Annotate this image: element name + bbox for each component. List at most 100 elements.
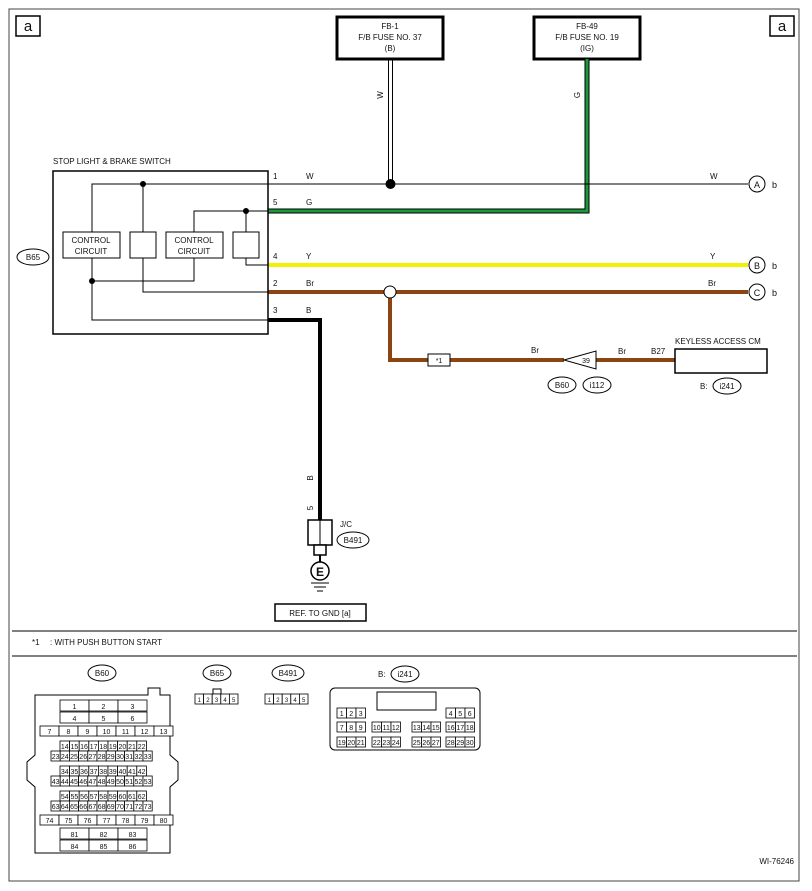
b60-pin-53: 53: [144, 779, 152, 786]
end-b-letter: B: [754, 261, 760, 271]
keyless-box: [674, 348, 768, 374]
b60-pin-59: 59: [109, 794, 117, 801]
switch-box: [52, 170, 269, 335]
i241-pin-1: 1: [340, 711, 344, 718]
i241-pin-29: 29: [456, 740, 464, 747]
jc-label: J/C: [340, 520, 352, 529]
b60-pin-3-cell: [117, 699, 148, 712]
inline-conn-a-tag: [547, 376, 577, 394]
keyless-conn-tag: [712, 377, 742, 395]
wire-w-fuse-label: W: [376, 91, 385, 99]
inline-conn-b-label: i112: [590, 381, 605, 390]
b60-pin-44: 44: [61, 779, 69, 786]
control-circuit-2-line1: CONTROL: [174, 236, 214, 245]
wire-pin3: [268, 318, 322, 520]
b65-pin-1: 1: [198, 698, 202, 704]
b491-pin-5: 5: [302, 698, 306, 704]
b60-pin-55: 55: [71, 794, 79, 801]
b60-pin-71: 71: [125, 804, 133, 811]
pin2-color: Br: [306, 279, 314, 288]
fuse-fb1-box: [335, 15, 445, 61]
page-tag-right-box: [769, 15, 795, 37]
i241-pin-21: 21: [357, 740, 365, 747]
b60-pin-25: 25: [70, 754, 78, 761]
b60-tag-label: B60: [95, 669, 110, 678]
b60-pin-2: 2: [102, 704, 106, 711]
control-circuit-1-line2: CIRCUIT: [75, 247, 108, 256]
b60-pin-86: 86: [129, 844, 137, 851]
i241-pin-11: 11: [383, 725, 390, 732]
b60-pin-73: 73: [144, 804, 152, 811]
control-circuit-1-line1: CONTROL: [71, 236, 111, 245]
junction-br: [383, 285, 397, 299]
inline-conn-b-tag: [582, 376, 612, 394]
b60-pin-20: 20: [119, 744, 127, 751]
b491-tag: [271, 664, 305, 682]
b60-pin-6: 6: [131, 716, 135, 723]
b60-pin-41: 41: [128, 769, 136, 776]
keyless-conn-prefix: B:: [700, 382, 708, 391]
pin4-color: Y: [306, 252, 312, 261]
i241-pin-10: 10: [373, 725, 381, 732]
i241-latch: [376, 691, 437, 711]
b60-pin-32: 32: [135, 754, 143, 761]
i241-pin-27-cell: [430, 736, 441, 748]
i241-pin-9-cell: [355, 721, 366, 733]
control-circuit-2: [165, 231, 224, 259]
b60-pin-64: 64: [61, 804, 69, 811]
end-c-suffix: b: [772, 288, 777, 298]
b60-pin-3: 3: [131, 704, 135, 711]
b491-pin-4: 4: [293, 698, 297, 704]
b491-tag-label: B491: [279, 669, 298, 678]
b60-pin-48: 48: [98, 779, 106, 786]
b60-pin-27: 27: [89, 754, 97, 761]
ground-wire-color: B: [306, 475, 315, 480]
page-tag-left-box: [15, 15, 41, 37]
b491-pin-1: 1: [268, 698, 272, 704]
pin3-number: 3: [273, 306, 278, 315]
b60-pin-86-cell: [117, 839, 148, 852]
jc-conn-label: B491: [344, 536, 363, 545]
b60-pin-42: 42: [138, 769, 146, 776]
jc-conn-tag: [336, 531, 370, 549]
pin5-color: G: [306, 198, 312, 207]
end-b-circle: [748, 256, 766, 274]
i241-pin-28: 28: [447, 740, 455, 747]
ground-pin-number: 5: [306, 505, 315, 510]
b60-pin-18: 18: [99, 744, 107, 751]
fuse-fb49-name: F/B FUSE NO. 19: [555, 33, 619, 42]
inline-conn-a-label: B60: [555, 381, 570, 390]
b60-pin-37: 37: [90, 769, 98, 776]
b60-pin-66: 66: [79, 804, 87, 811]
i241-pin-15: 15: [432, 725, 440, 732]
b65-key: [212, 688, 222, 695]
i241-pin-14: 14: [422, 725, 430, 732]
i241-pin-24: 24: [392, 740, 400, 747]
b60-pin-16: 16: [80, 744, 88, 751]
fuse-fb1-type: (B): [385, 44, 396, 53]
b60-pin-43: 43: [52, 779, 60, 786]
end-c-circle: [748, 283, 766, 301]
b60-pin-4: 4: [73, 716, 77, 723]
b60-pin-15: 15: [71, 744, 79, 751]
keyless-wire-right: Br: [618, 347, 626, 356]
control-circuit-1: [62, 231, 121, 259]
switch-connector-tag: [16, 248, 50, 266]
b60-pin-9: 9: [86, 729, 90, 736]
b60-tag: [87, 664, 117, 682]
b60-pin-78: 78: [122, 818, 130, 825]
i241-pin-9: 9: [359, 725, 363, 732]
b60-pin-85: 85: [100, 844, 108, 851]
b60-pin-10: 10: [103, 729, 111, 736]
end-a-suffix: b: [772, 180, 777, 190]
i241-pin-19: 19: [338, 740, 346, 747]
note-star: *1: [32, 638, 40, 647]
end-b-suffix: b: [772, 261, 777, 271]
switch-title: STOP LIGHT & BRAKE SWITCH: [53, 157, 171, 166]
b60-pin-47: 47: [89, 779, 97, 786]
end-c-letter: C: [754, 288, 761, 298]
b60-pin-30: 30: [116, 754, 124, 761]
